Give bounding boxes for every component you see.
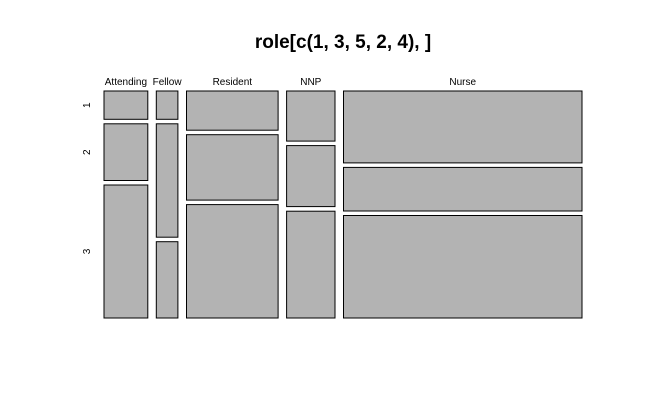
row-label-1: 1 — [82, 102, 93, 108]
tile-resident-row-3 — [186, 204, 279, 319]
tile-fellow-row-2 — [155, 123, 179, 238]
tile-nurse-row-3 — [343, 215, 583, 319]
row-labels: 1 2 3 — [82, 102, 93, 254]
tile-resident-row-1 — [186, 90, 279, 131]
column-label-resident: Resident — [213, 77, 253, 88]
tile-nnp-row-2 — [286, 145, 336, 208]
column-label-fellow: Fellow — [153, 77, 183, 88]
tile-nnp-row-1 — [286, 90, 336, 142]
row-label-3: 3 — [82, 248, 93, 254]
column-label-nurse: Nurse — [449, 77, 476, 88]
tile-fellow-row-3 — [155, 241, 179, 319]
mosaic-tiles — [103, 90, 583, 319]
column-label-attending: Attending — [105, 77, 147, 88]
tile-nurse-row-2 — [343, 166, 583, 212]
chart-title: role[c(1, 3, 5, 2, 4), ] — [255, 32, 431, 53]
tile-resident-row-2 — [186, 134, 279, 201]
column-labels: Attending Fellow Resident NNP Nurse — [105, 77, 477, 88]
tile-fellow-row-1 — [155, 90, 179, 120]
tile-attending-row-3 — [103, 184, 149, 319]
column-label-nnp: NNP — [300, 77, 321, 88]
tile-attending-row-2 — [103, 123, 149, 182]
tile-attending-row-1 — [103, 90, 149, 120]
row-label-2: 2 — [82, 149, 93, 155]
tile-nnp-row-3 — [286, 210, 336, 319]
tile-nurse-row-1 — [343, 90, 583, 164]
